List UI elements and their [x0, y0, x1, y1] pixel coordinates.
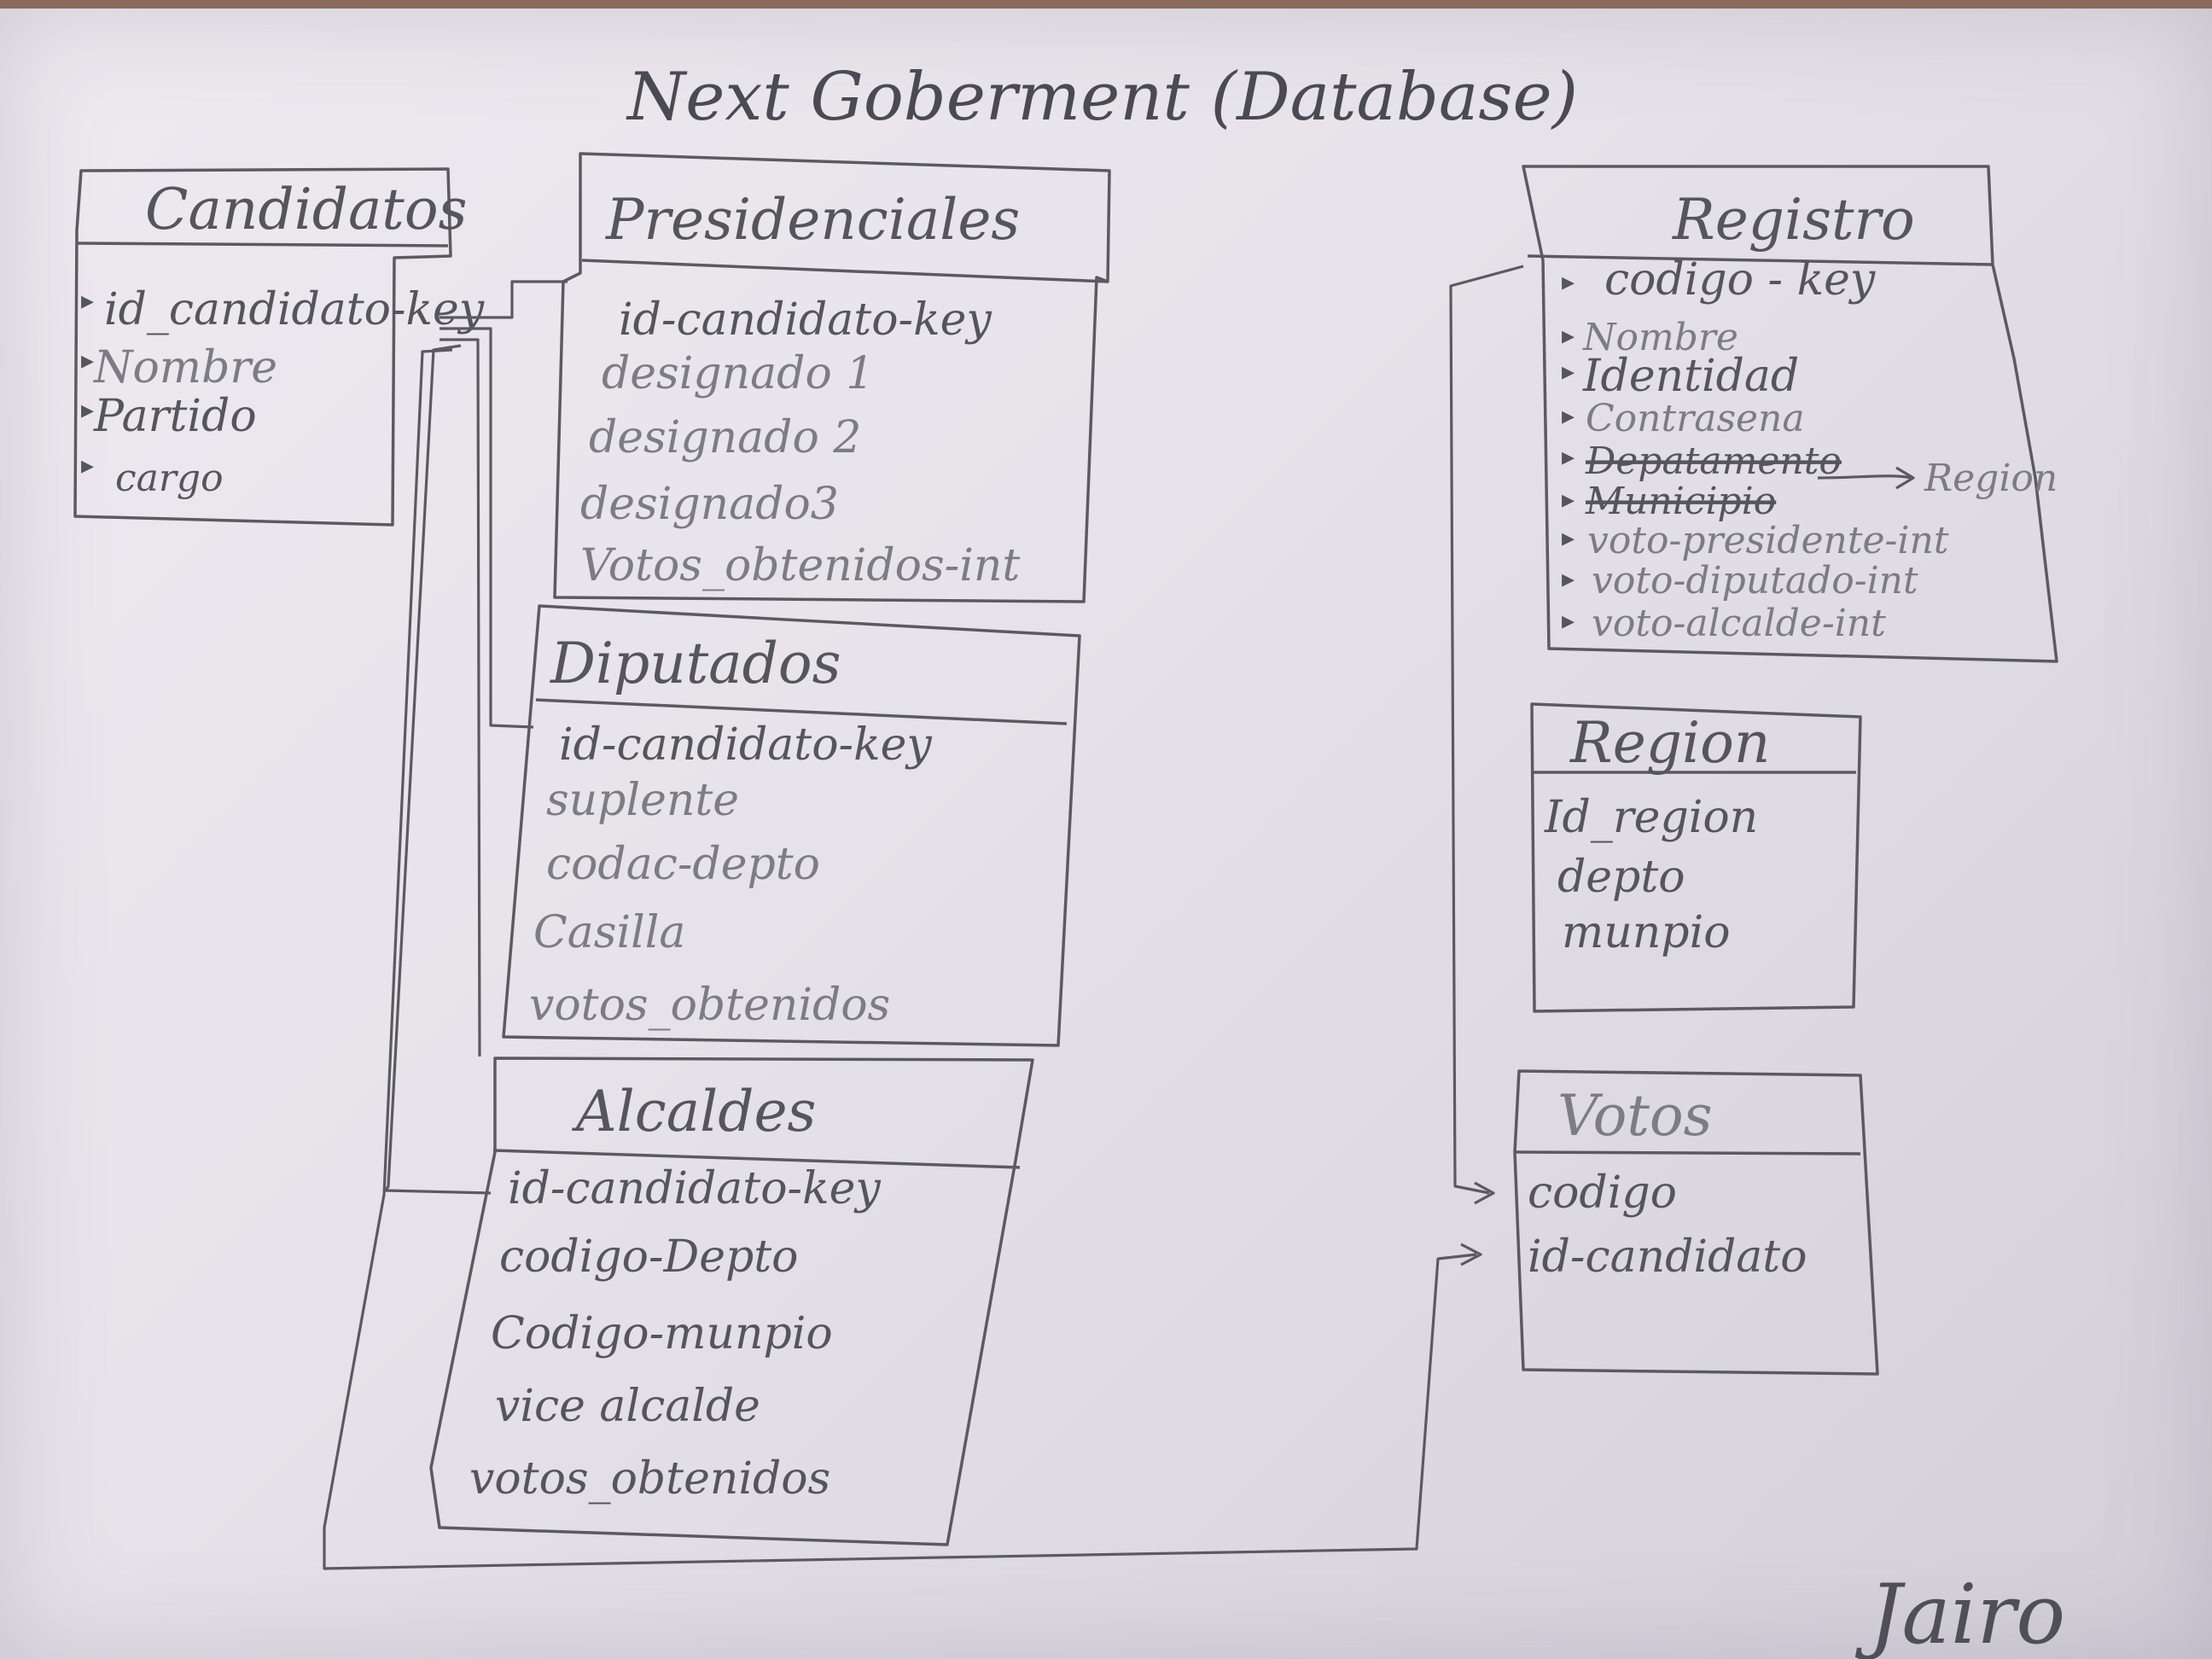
presidenciales-field-3: designado 2	[589, 412, 861, 463]
registro-field-5: Depatamento	[1585, 439, 1842, 483]
signature-text: Jairo	[1854, 1567, 2065, 1659]
field-marker-icon: ▸	[1562, 523, 1575, 553]
field-marker-icon: ▸	[1562, 401, 1575, 431]
region-field-2: depto	[1557, 852, 1685, 903]
table-votos-divider	[1514, 1150, 1861, 1155]
diputados-field-3: codac-depto	[546, 839, 820, 890]
table-registro-divider	[1527, 254, 1994, 266]
alcaldes-field-5: votos_obtenidos	[469, 1453, 830, 1505]
arrow-head-icon	[1460, 1243, 1482, 1266]
relationship-links	[323, 265, 1524, 1570]
field-marker-icon: ▸	[1562, 564, 1575, 594]
field-marker-icon: ▸	[1562, 485, 1575, 515]
table-alcaldes-border	[429, 1057, 1034, 1546]
presidenciales-field-4: designado3	[580, 479, 839, 530]
region-field-3: munpio	[1562, 907, 1731, 958]
presidenciales-field-2: designado 1	[602, 348, 874, 399]
registro-field-6: Municipio	[1585, 480, 1776, 523]
table-region: Region Id_region depto munpio	[1530, 702, 1862, 1013]
table-votos-name: Votos	[1557, 1083, 1712, 1149]
region-arrow-icon	[1817, 466, 1915, 490]
candidatos-field-3: Partido	[93, 391, 257, 442]
link-candidatos-votos	[323, 348, 1477, 1570]
diputados-field-2: suplente	[546, 775, 739, 826]
alcaldes-field-4: vice alcalde	[495, 1381, 760, 1432]
link-candidatos-alcaldes	[439, 338, 481, 1057]
table-votos-border	[1513, 1069, 1879, 1376]
table-presidenciales-name: Presidenciales	[605, 187, 1020, 253]
alcaldes-field-3: Codigo-munpio	[491, 1308, 833, 1359]
diagram-title: Next Goberment (Database)	[626, 59, 1578, 136]
alcaldes-field-1: id-candidato-key	[508, 1163, 881, 1214]
link-registro-votos	[1449, 265, 1524, 1195]
diputados-field-4: Casilla	[533, 907, 685, 958]
field-marker-icon: ▸	[1562, 606, 1575, 636]
table-diputados-name: Diputados	[550, 631, 841, 696]
field-marker-icon: ▸	[81, 286, 94, 316]
table-diputados-border	[502, 604, 1081, 1047]
field-marker-icon: ▸	[1562, 357, 1575, 387]
field-marker-icon: ▸	[1562, 321, 1575, 351]
presidenciales-field-1: id-candidato-key	[619, 294, 992, 346]
votos-field-2: id-candidato	[1528, 1231, 1807, 1283]
table-alcaldes: Alcaldes id-candidato-key codigo-Depto C…	[429, 1057, 1034, 1546]
table-presidenciales-border	[553, 152, 1111, 603]
registro-field-1: codigo - key	[1604, 254, 1876, 306]
registro-field-4: Contrasena	[1586, 397, 1805, 440]
table-candidatos-divider	[76, 242, 449, 247]
table-candidatos: Candidatos ▸ id_candidato-key ▸ Nombre ▸…	[73, 167, 485, 527]
arrow-head-icon	[1474, 1181, 1495, 1205]
table-votos: Votos codigo id-candidato	[1513, 1069, 1879, 1376]
field-marker-icon: ▸	[81, 395, 94, 425]
registro-field-3: Identidad	[1582, 351, 1799, 402]
registro-region-note: Region	[1924, 457, 2058, 500]
table-alcaldes-divider	[492, 1149, 1021, 1169]
presidenciales-field-5: Votos_obtenidos-int	[580, 540, 1020, 591]
table-diputados-divider	[535, 698, 1068, 725]
candidatos-field-1: id_candidato-key	[104, 284, 485, 335]
link-candidatos-diputados	[439, 327, 534, 729]
table-diputados: Diputados id-candidato-key suplente coda…	[502, 604, 1081, 1047]
registro-field-7: voto-presidente-int	[1587, 519, 1949, 562]
table-alcaldes-name: Alcaldes	[571, 1079, 816, 1144]
candidatos-field-2: Nombre	[92, 342, 277, 393]
region-field-1: Id_region	[1544, 792, 1758, 843]
signature: Jairo	[1854, 1567, 2065, 1659]
table-presidenciales-divider	[581, 259, 1109, 283]
table-candidatos-name: Candidatos	[145, 177, 467, 242]
field-marker-icon: ▸	[1562, 442, 1575, 472]
votos-field-1: codigo	[1528, 1167, 1677, 1219]
registro-field-2: Nombre	[1582, 316, 1738, 359]
field-marker-icon: ▸	[1562, 267, 1575, 297]
table-registro: Registro ▸ codigo - key ▸ Nombre ▸ Ident…	[1522, 165, 2058, 663]
paper-sheet	[0, 9, 2212, 1659]
field-marker-icon: ▸	[81, 451, 94, 480]
table-region-name: Region	[1569, 710, 1770, 776]
registro-field-9: voto-alcalde-int	[1592, 602, 1886, 645]
candidatos-field-4: cargo	[115, 457, 224, 500]
table-candidatos-border	[73, 167, 452, 527]
table-region-border	[1530, 702, 1862, 1013]
link-candidatos-presidenciales	[439, 280, 568, 319]
diputados-field-1: id-candidato-key	[559, 719, 932, 771]
link-candidatos-side	[384, 344, 492, 1195]
diputados-field-5: votos_obtenidos	[529, 980, 890, 1031]
alcaldes-field-2: codigo-Depto	[499, 1231, 798, 1283]
table-registro-border	[1522, 165, 2058, 663]
field-marker-icon: ▸	[81, 346, 94, 375]
registro-field-8: voto-diputado-int	[1592, 559, 1918, 602]
table-presidenciales: Presidenciales id-candidato-key designad…	[553, 152, 1111, 603]
table-registro-name: Registro	[1672, 187, 1915, 253]
